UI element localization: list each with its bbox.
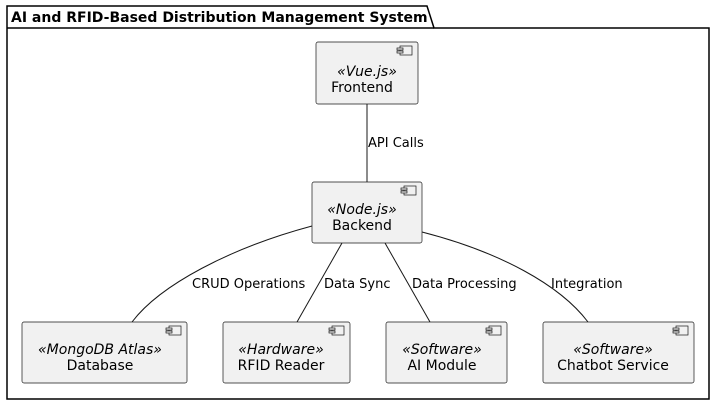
component-name: Frontend [331, 80, 393, 96]
component-icon [485, 325, 502, 336]
edge-label-processing: Data Processing [412, 277, 517, 292]
package-frame: AI and RFID-Based Distribution Managemen… [6, 5, 710, 400]
edges [131, 104, 589, 323]
edge-backend-database [131, 225, 313, 323]
stereotype-label: «Hardware» [238, 342, 323, 358]
stereotype-label: «Vue.js» [337, 64, 397, 80]
edge-labels: API Calls CRUD Operations Data Sync Data… [192, 136, 623, 292]
component-chatbot-service[interactable]: «Software» Chatbot Service [542, 321, 695, 384]
component-database[interactable]: «MongoDB Atlas» Database [21, 321, 188, 384]
edge-backend-rfid [296, 242, 343, 323]
edge-backend-chatbot [421, 231, 589, 323]
component-name: Backend [332, 218, 392, 234]
edge-label-sync: Data Sync [324, 277, 391, 292]
component-name: AI Module [407, 358, 476, 374]
component-rfid-reader[interactable]: «Hardware» RFID Reader [222, 321, 351, 384]
edge-backend-ai [384, 242, 431, 323]
component-icon [328, 325, 345, 336]
stereotype-label: «Software» [402, 342, 482, 358]
stereotype-label: «MongoDB Atlas» [38, 342, 162, 358]
component-backend[interactable]: «Node.js» Backend [311, 181, 423, 244]
stereotype-label: «Node.js» [327, 202, 396, 218]
stereotype-label: «Software» [573, 342, 653, 358]
component-icon [396, 45, 413, 56]
component-name: Chatbot Service [557, 358, 669, 374]
component-icon [672, 325, 689, 336]
component-frontend[interactable]: «Vue.js» Frontend [315, 41, 419, 105]
edge-label-integration: Integration [551, 277, 623, 292]
edge-label-api: API Calls [368, 136, 424, 151]
package-title: AI and RFID-Based Distribution Managemen… [11, 10, 428, 26]
component-name: RFID Reader [238, 358, 325, 374]
edge-label-crud: CRUD Operations [192, 277, 305, 292]
component-ai-module[interactable]: «Software» AI Module [385, 321, 508, 384]
component-icon [400, 185, 417, 196]
component-name: Database [67, 358, 134, 374]
component-icon [165, 325, 182, 336]
